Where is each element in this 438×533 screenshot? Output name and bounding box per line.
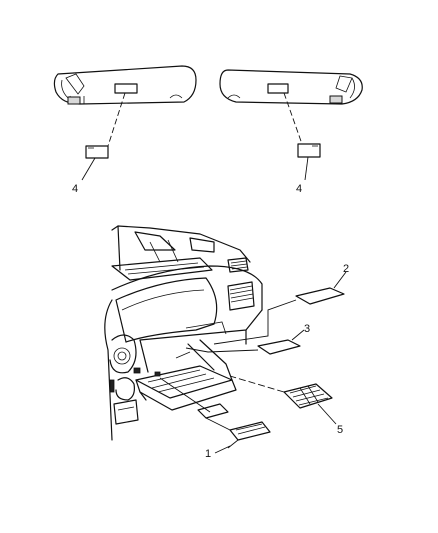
label-part-5 xyxy=(283,383,333,409)
label-part-2 xyxy=(295,287,345,305)
label-4-right: 4 xyxy=(296,183,302,195)
label-5: 5 xyxy=(337,424,343,436)
left-visor-mirror-label xyxy=(85,145,109,159)
right-visor-mirror-label xyxy=(297,143,321,158)
left-sun-visor xyxy=(53,65,197,105)
part-1-lead-line xyxy=(205,417,239,449)
label-1: 1 xyxy=(205,448,211,460)
label-part-3 xyxy=(257,339,301,355)
left-visor-leader xyxy=(107,92,126,147)
right-visor-leader xyxy=(283,92,303,145)
part-3-lead-line xyxy=(185,347,259,353)
label-4-right-leader xyxy=(304,156,309,181)
label-3: 3 xyxy=(304,323,310,335)
part-2-lead-line xyxy=(213,299,297,345)
label-2: 2 xyxy=(343,263,349,275)
right-sun-visor xyxy=(219,69,363,105)
label-part-1 xyxy=(197,403,271,441)
label-5-leader xyxy=(317,403,337,425)
part-5-lead-line xyxy=(229,375,285,393)
label-1-leader xyxy=(214,445,231,454)
label-4-left-leader xyxy=(81,157,96,181)
part-1-bracket-line xyxy=(159,377,211,413)
dashboard-assembly xyxy=(104,225,263,441)
label-2-leader xyxy=(333,271,347,289)
label-3-leader xyxy=(291,329,305,341)
label-4-left: 4 xyxy=(72,183,78,195)
